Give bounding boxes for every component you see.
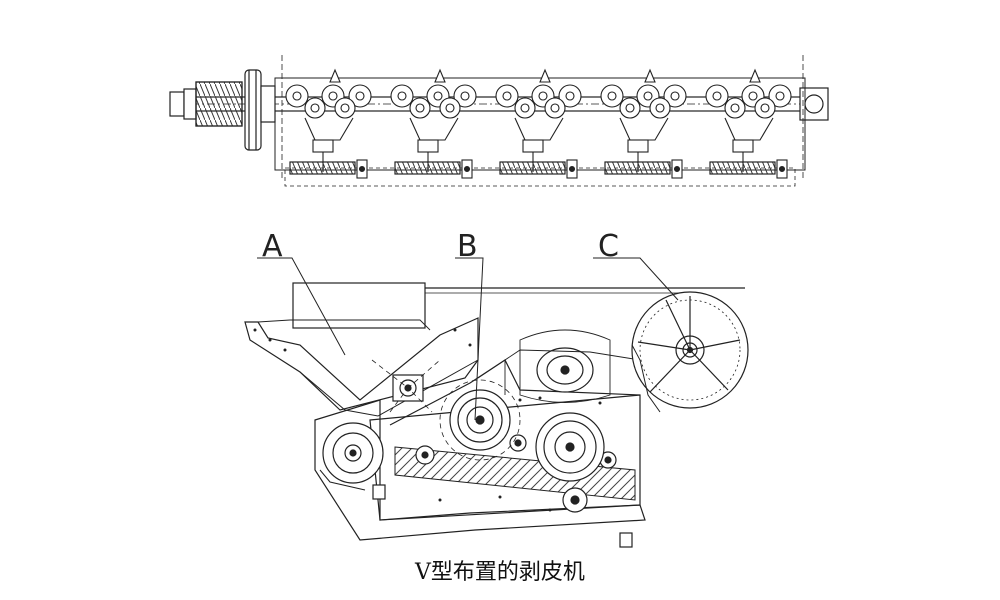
tension-spring bbox=[604, 161, 671, 175]
drive-pulley bbox=[244, 69, 262, 151]
roller-units bbox=[285, 68, 792, 179]
side-view bbox=[244, 257, 749, 548]
tension-spring bbox=[499, 161, 566, 175]
roller-unit bbox=[495, 68, 582, 179]
foot-left bbox=[372, 484, 386, 500]
feed-plate bbox=[299, 359, 479, 417]
tension-spring bbox=[289, 161, 356, 175]
leader-a bbox=[257, 257, 346, 356]
right-bearing bbox=[799, 87, 829, 121]
figure-caption: V型布置的剥皮机 bbox=[415, 560, 585, 585]
label-a: A bbox=[262, 229, 283, 264]
leader-c bbox=[593, 257, 679, 301]
feed-hopper bbox=[244, 317, 479, 411]
foot-right bbox=[619, 532, 633, 548]
label-c: C bbox=[598, 229, 619, 264]
roller-unit bbox=[705, 68, 792, 179]
shaft-end-nut bbox=[169, 91, 185, 117]
compression-spring bbox=[195, 81, 243, 127]
tension-spring bbox=[394, 161, 461, 175]
tension-spring bbox=[709, 161, 776, 175]
hopper-cover bbox=[292, 282, 426, 329]
roller-unit bbox=[600, 68, 687, 179]
leader-b bbox=[455, 257, 484, 421]
roller-unit bbox=[285, 68, 372, 179]
roller-unit bbox=[390, 68, 477, 179]
label-b: B bbox=[457, 229, 478, 264]
wheel-spokes bbox=[637, 296, 741, 393]
